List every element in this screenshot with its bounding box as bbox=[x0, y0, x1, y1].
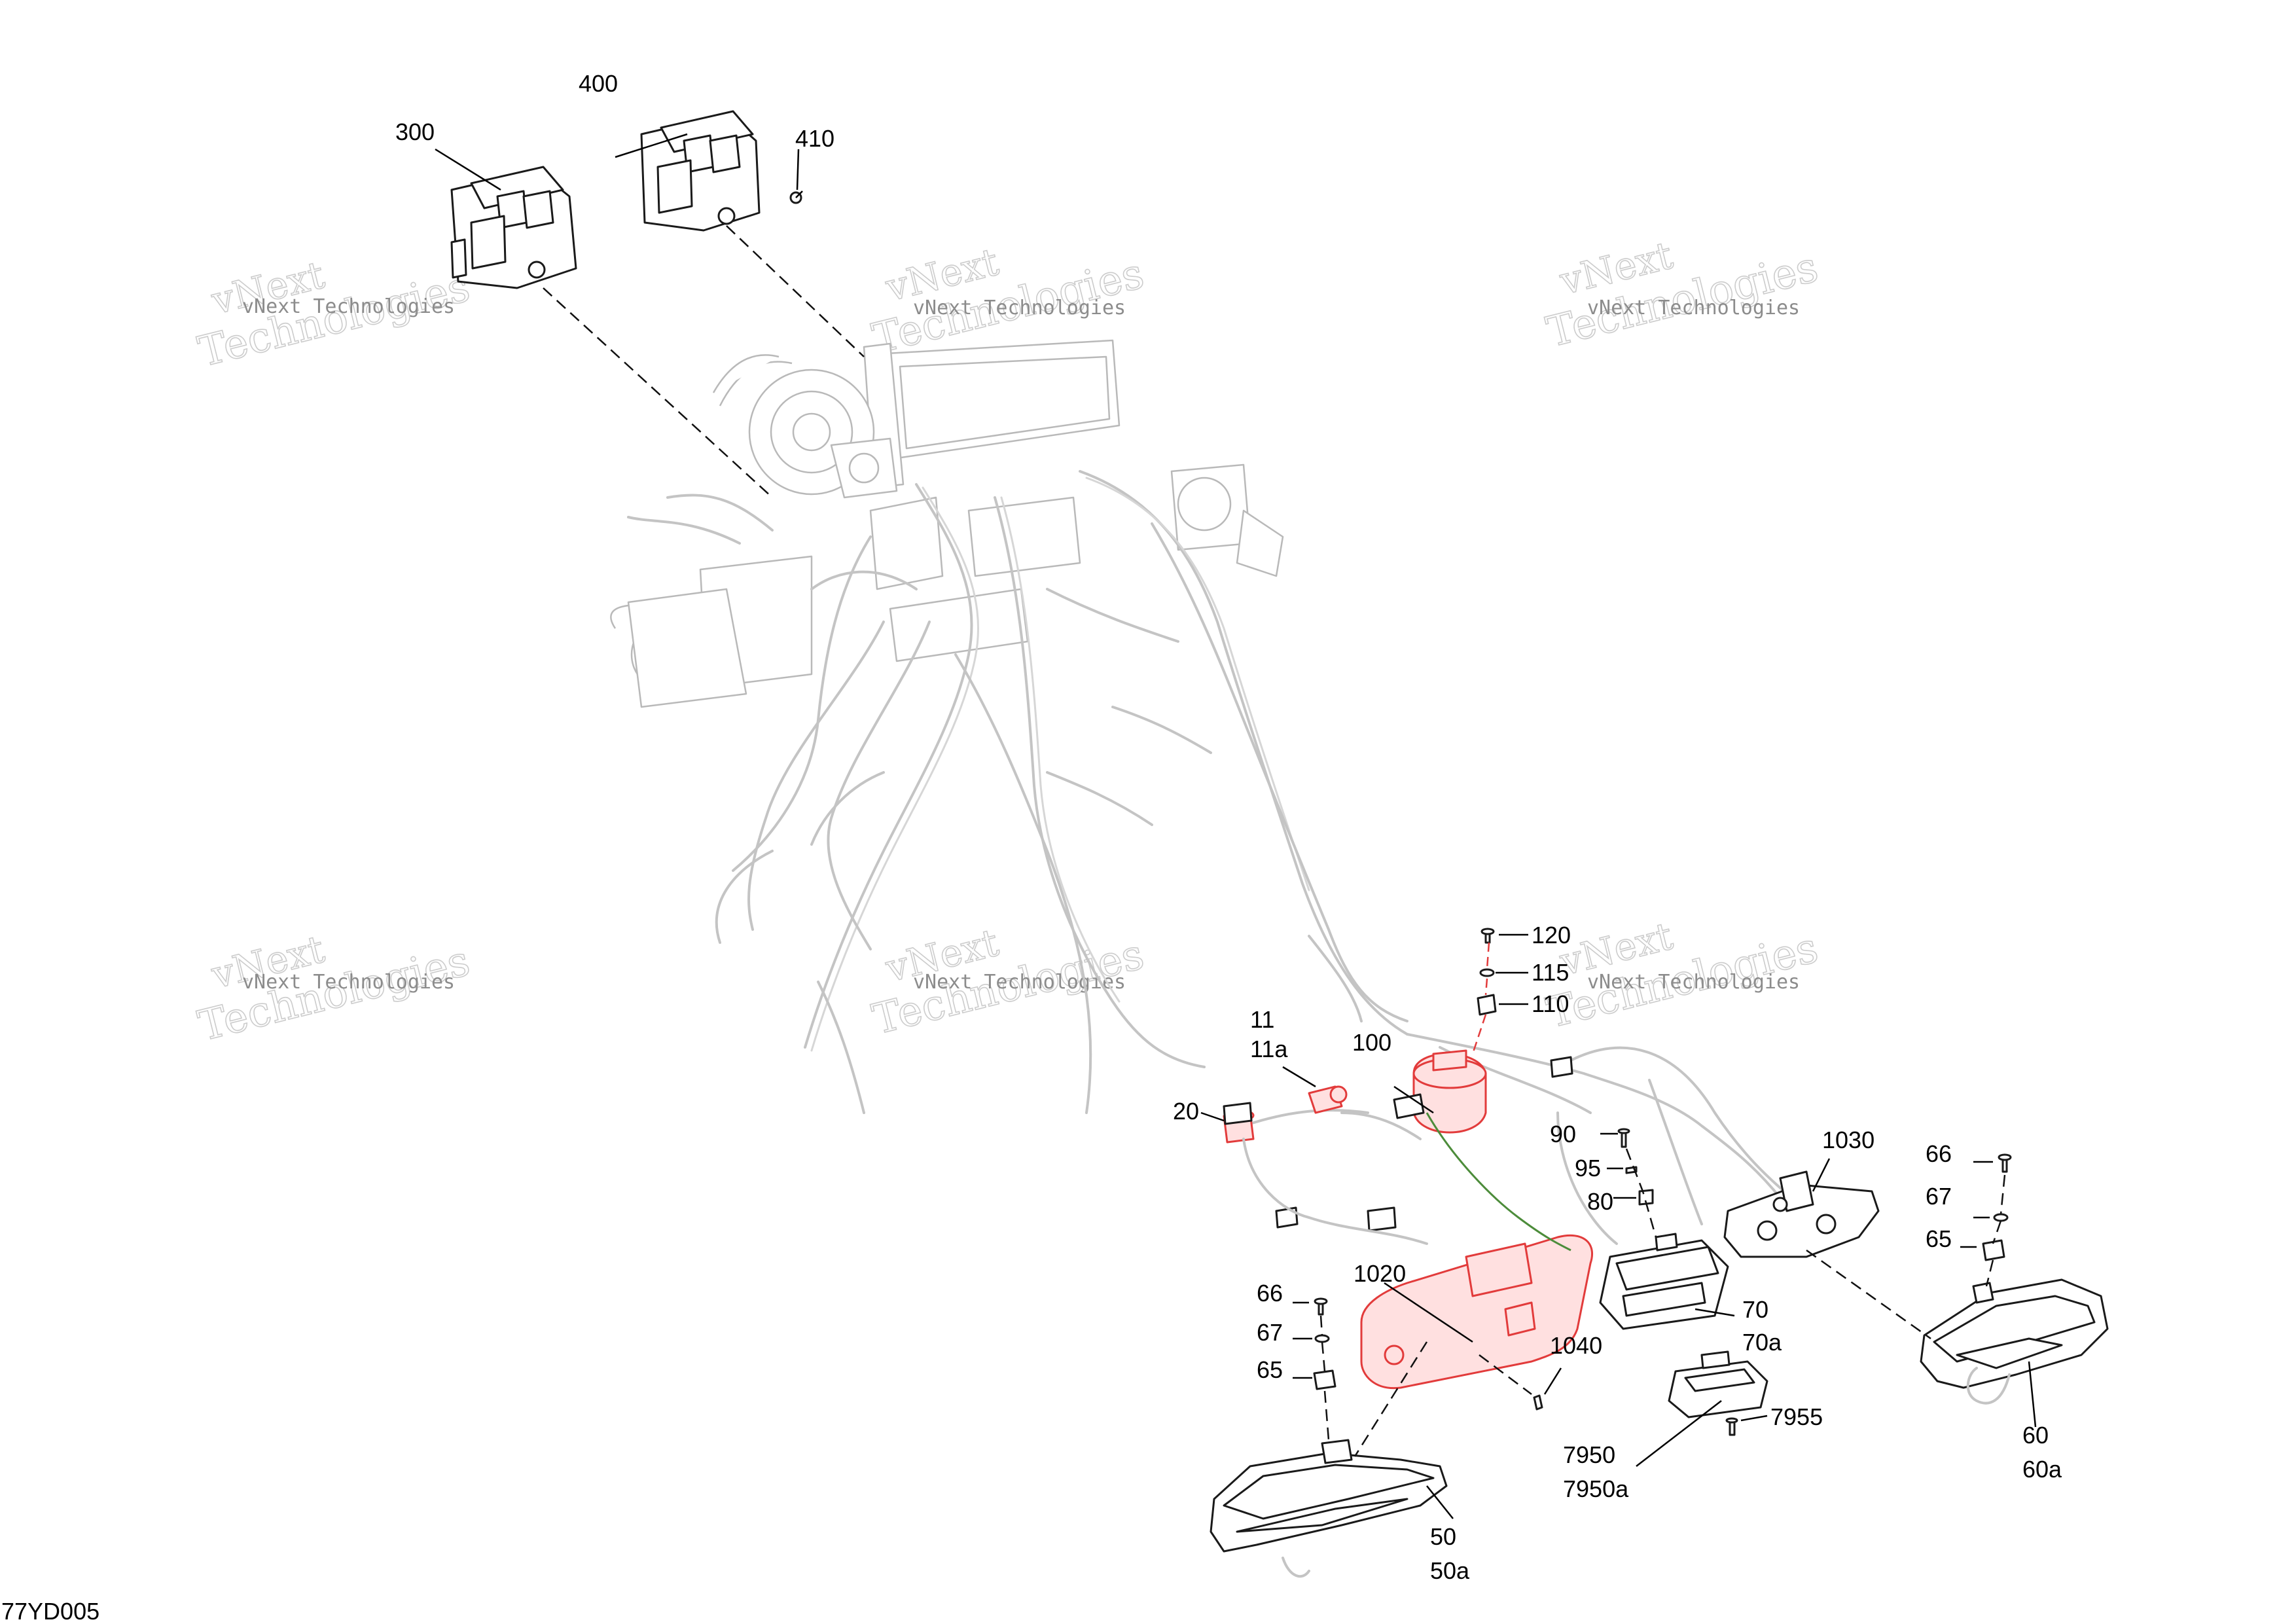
svg-text:vNext Technologies: vNext Technologies bbox=[242, 295, 455, 318]
screw-410 bbox=[789, 190, 803, 204]
svg-text:vNext Technologies: vNext Technologies bbox=[913, 297, 1126, 319]
tail-light-50 bbox=[1210, 1439, 1448, 1578]
washer-115 bbox=[1479, 968, 1495, 977]
wiring-harness bbox=[610, 339, 1801, 1245]
tail-light-60 bbox=[1920, 1278, 2109, 1405]
callout-50: 50 bbox=[1430, 1523, 1456, 1550]
callout-20: 20 bbox=[1173, 1098, 1199, 1125]
callout-7950a: 7950a bbox=[1563, 1475, 1629, 1502]
callout-300: 300 bbox=[395, 118, 435, 145]
callout-1030: 1030 bbox=[1822, 1127, 1874, 1153]
callout-1020: 1020 bbox=[1354, 1260, 1406, 1287]
watermark-top-right: vNext Technologies vNext Technologies bbox=[1541, 232, 1823, 358]
svg-text:vNext Technologies: vNext Technologies bbox=[1587, 971, 1800, 994]
nut-65-left bbox=[1313, 1369, 1336, 1390]
washer-67-right bbox=[1993, 1213, 2009, 1222]
svg-text:vNext Technologies: vNext Technologies bbox=[242, 971, 455, 994]
callout-410: 410 bbox=[795, 125, 834, 152]
callout-66-right: 66 bbox=[1926, 1140, 1952, 1167]
screw-1040 bbox=[1533, 1394, 1543, 1411]
callout-11: 11 bbox=[1250, 1006, 1274, 1033]
watermark-bottom-left: vNext Technologies vNext Technologies bbox=[193, 926, 475, 1052]
callout-60: 60 bbox=[2022, 1422, 2049, 1449]
callout-400: 400 bbox=[579, 70, 618, 97]
callout-60a: 60a bbox=[2022, 1456, 2062, 1483]
callout-70: 70 bbox=[1742, 1296, 1768, 1323]
connector-11 bbox=[1308, 1085, 1348, 1114]
callout-66-left: 66 bbox=[1257, 1280, 1283, 1307]
left-module bbox=[610, 555, 813, 708]
bracket-1030 bbox=[1723, 1170, 1880, 1258]
bracket-1020 bbox=[1360, 1234, 1594, 1390]
callout-50a: 50a bbox=[1430, 1557, 1470, 1584]
bracket-110 bbox=[1477, 994, 1497, 1016]
callout-67-left: 67 bbox=[1257, 1319, 1283, 1346]
callout-95: 95 bbox=[1575, 1155, 1601, 1182]
callout-65-right: 65 bbox=[1926, 1225, 1952, 1252]
module-400 bbox=[640, 110, 761, 232]
screw-90 bbox=[1617, 1128, 1630, 1148]
callout-1040: 1040 bbox=[1550, 1332, 1602, 1359]
module-7950 bbox=[1668, 1350, 1768, 1418]
screw-120 bbox=[1480, 928, 1495, 944]
right-module bbox=[1170, 463, 1284, 577]
center-housing bbox=[869, 496, 1081, 662]
speaker-assembly bbox=[712, 354, 898, 499]
callout-70a: 70a bbox=[1742, 1329, 1782, 1356]
callout-7955: 7955 bbox=[1770, 1403, 1823, 1430]
instrument-display bbox=[863, 339, 1121, 489]
connector-group-center bbox=[1223, 1056, 1573, 1232]
washer-67-left bbox=[1314, 1334, 1330, 1343]
callout-115: 115 bbox=[1532, 959, 1569, 986]
screw-66-right bbox=[1998, 1153, 2012, 1173]
module-70 bbox=[1599, 1233, 1729, 1330]
screw-7955 bbox=[1725, 1417, 1738, 1436]
callout-90: 90 bbox=[1550, 1121, 1576, 1147]
callout-120: 120 bbox=[1532, 922, 1571, 948]
callout-11a: 11a bbox=[1250, 1036, 1288, 1062]
screw-66-left bbox=[1314, 1297, 1328, 1316]
svg-text:vNext Technologies: vNext Technologies bbox=[1587, 297, 1800, 319]
module-300 bbox=[450, 166, 577, 289]
callout-100: 100 bbox=[1352, 1029, 1391, 1056]
horn-100 bbox=[1412, 1049, 1487, 1134]
callout-65-left: 65 bbox=[1257, 1356, 1283, 1383]
watermark-top-left: vNext Technologies vNext Technologies bbox=[193, 252, 475, 378]
callout-7950: 7950 bbox=[1563, 1441, 1615, 1468]
callout-67-right: 67 bbox=[1926, 1183, 1952, 1210]
callout-80: 80 bbox=[1587, 1188, 1613, 1215]
watermark-bottom-right: vNext Technologies vNext Technologies bbox=[1541, 913, 1823, 1039]
diagram-code: 77YD005 bbox=[1, 1598, 99, 1624]
nut-65-right bbox=[1982, 1239, 2005, 1261]
callout-110: 110 bbox=[1532, 990, 1569, 1017]
svg-text:vNext Technologies: vNext Technologies bbox=[913, 971, 1126, 994]
